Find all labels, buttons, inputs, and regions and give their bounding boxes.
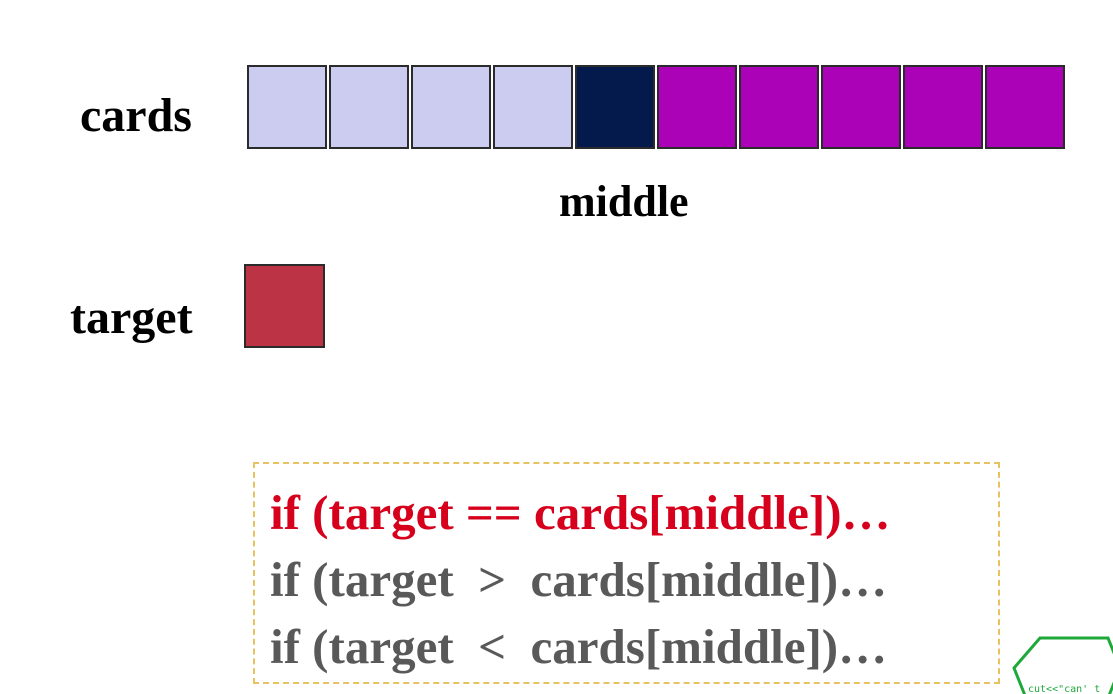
card [657, 65, 737, 149]
card [329, 65, 409, 149]
card [493, 65, 573, 149]
code-line-less: if (target < cards[middle])… [270, 619, 888, 674]
code-box: if (target == cards[middle])… if (target… [253, 462, 1000, 684]
logo-text: cut<<"can' t [1028, 684, 1100, 694]
cards-array [247, 65, 1065, 149]
card [739, 65, 819, 149]
code-line-greater: if (target > cards[middle])… [270, 552, 888, 607]
target-label: target [70, 291, 193, 344]
cards-label: cards [80, 89, 192, 142]
card [985, 65, 1065, 149]
card-middle [575, 65, 655, 149]
card [903, 65, 983, 149]
card [411, 65, 491, 149]
logo-icon: cut<<"can' t [1012, 636, 1113, 694]
target-box [244, 264, 325, 348]
code-line-equal: if (target == cards[middle])… [270, 485, 891, 540]
card [247, 65, 327, 149]
middle-label: middle [559, 177, 689, 226]
card [821, 65, 901, 149]
